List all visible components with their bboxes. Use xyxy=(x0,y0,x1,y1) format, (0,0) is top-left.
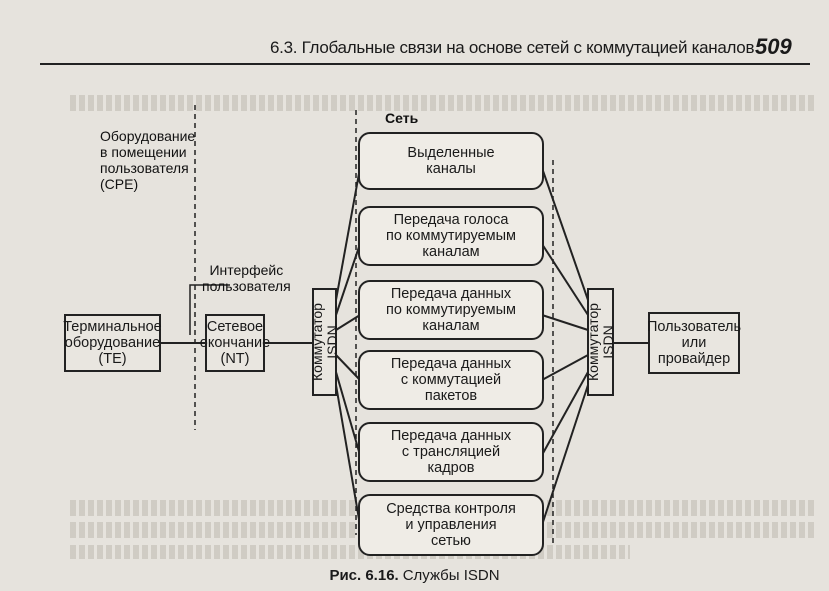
figure-number: Рис. 6.16. xyxy=(329,567,399,584)
service-switched-data: Передача данных по коммутируемым каналам xyxy=(358,280,544,340)
cpe-label: Оборудование в помещении пользователя (C… xyxy=(100,128,196,192)
interface-label: Интерфейс пользователя xyxy=(202,262,291,294)
service-network-management: Средства контроля и управления сетью xyxy=(358,494,544,556)
service-packet-switching: Передача данных с коммутацией пакетов xyxy=(358,350,544,410)
isdn-switch-left-label: Коммутатор ISDN xyxy=(308,303,340,381)
network-label: Сеть xyxy=(385,110,419,126)
page-number: 509 xyxy=(755,34,792,59)
service-switched-voice: Передача голоса по коммутируемым каналам xyxy=(358,206,544,266)
isdn-switch-right-label: Коммутатор ISDN xyxy=(584,303,616,381)
terminal-equipment-box: Терминальное оборудование (TE) xyxy=(63,314,162,372)
service-frame-relay: Передача данных с трансляцией кадров xyxy=(358,422,544,482)
header-rule xyxy=(40,63,810,65)
figure-caption: Рис. 6.16.Службы ISDN xyxy=(0,567,829,584)
service-leased-lines: Выделенные каналы xyxy=(358,132,544,190)
page-header: 6.3. Глобальные связи на основе сетей с … xyxy=(0,0,829,70)
fan-out-lines xyxy=(335,167,589,526)
isdn-switch-left: Коммутатор ISDN xyxy=(308,288,340,396)
user-provider-box: Пользователь или провайдер xyxy=(647,312,741,374)
interface-pointer-line xyxy=(189,284,230,335)
section-title: 6.3. Глобальные связи на основе сетей с … xyxy=(270,38,755,57)
figure-caption-text: Службы ISDN xyxy=(402,567,500,584)
isdn-switch-right: Коммутатор ISDN xyxy=(584,288,616,396)
network-termination-box: Сетевое окончание (NT) xyxy=(200,314,270,372)
